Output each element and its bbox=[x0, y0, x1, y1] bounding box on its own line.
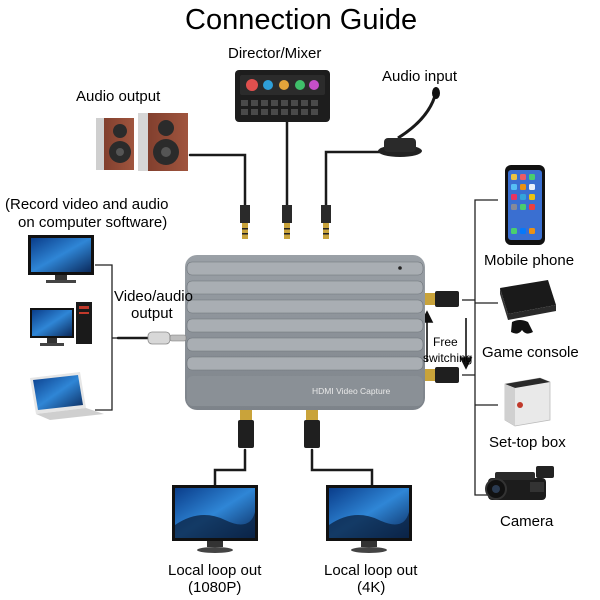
monitor-4k-icon bbox=[326, 485, 412, 553]
label-record-line1: (Record video and audio bbox=[5, 196, 169, 213]
page-title: Connection Guide bbox=[185, 4, 418, 36]
audio-jack-middle bbox=[282, 205, 292, 239]
label-game-console: Game console bbox=[482, 344, 579, 361]
audio-jack-right bbox=[321, 205, 331, 239]
label-free-switching-line1: Free bbox=[433, 335, 458, 349]
device-name-label: HDMI Video Capture bbox=[312, 386, 391, 396]
cable-loop-right bbox=[310, 448, 374, 487]
cable-speakers bbox=[188, 153, 247, 207]
speakers-icon bbox=[96, 113, 188, 171]
label-free-switching-line2: switching bbox=[423, 351, 473, 365]
camcorder-icon bbox=[485, 466, 554, 500]
hdmi-capture-device bbox=[185, 255, 425, 410]
label-director-mixer: Director/Mixer bbox=[228, 45, 322, 62]
label-mobile-phone: Mobile phone bbox=[484, 252, 575, 269]
label-video-audio-output-line1: Video/audio bbox=[114, 288, 193, 305]
switch-arrows bbox=[420, 310, 473, 370]
cable-microphone bbox=[324, 150, 382, 207]
label-video-audio-output-line2: output bbox=[131, 305, 173, 322]
microphone-icon bbox=[378, 87, 440, 157]
set-top-box-icon bbox=[504, 377, 551, 427]
desktop-monitor-icon bbox=[28, 235, 94, 283]
hdmi-plug-out-2 bbox=[304, 410, 320, 448]
mixer-icon bbox=[235, 70, 330, 122]
desktop-pc-icon bbox=[30, 302, 92, 346]
cables bbox=[116, 118, 382, 487]
label-loop-1080-line2: (1080P) bbox=[188, 579, 242, 596]
game-console-icon bbox=[500, 280, 556, 334]
label-set-top-box: Set-top box bbox=[489, 434, 566, 451]
laptop-icon bbox=[30, 372, 104, 420]
usb-c-plug bbox=[147, 331, 187, 345]
label-audio-output: Audio output bbox=[76, 88, 161, 105]
label-loop-1080-line1: Local loop out bbox=[168, 562, 262, 579]
label-loop-4k-line1: Local loop out bbox=[324, 562, 418, 579]
audio-jack-left bbox=[240, 205, 250, 239]
label-record-line2: on computer software) bbox=[18, 214, 168, 231]
monitor-1080p-icon bbox=[172, 485, 258, 553]
sources-bracket bbox=[462, 199, 498, 496]
cable-loop-left bbox=[213, 448, 247, 487]
label-loop-4k-line2: (4K) bbox=[357, 579, 386, 596]
computers-bracket bbox=[95, 264, 118, 411]
hdmi-plug-out-1 bbox=[238, 410, 254, 448]
hdmi-plug-in-2 bbox=[425, 367, 459, 383]
label-audio-input: Audio input bbox=[382, 68, 458, 85]
mobile-phone-icon bbox=[505, 165, 545, 245]
hdmi-plug-in-1 bbox=[425, 291, 459, 307]
label-camera: Camera bbox=[500, 513, 554, 530]
